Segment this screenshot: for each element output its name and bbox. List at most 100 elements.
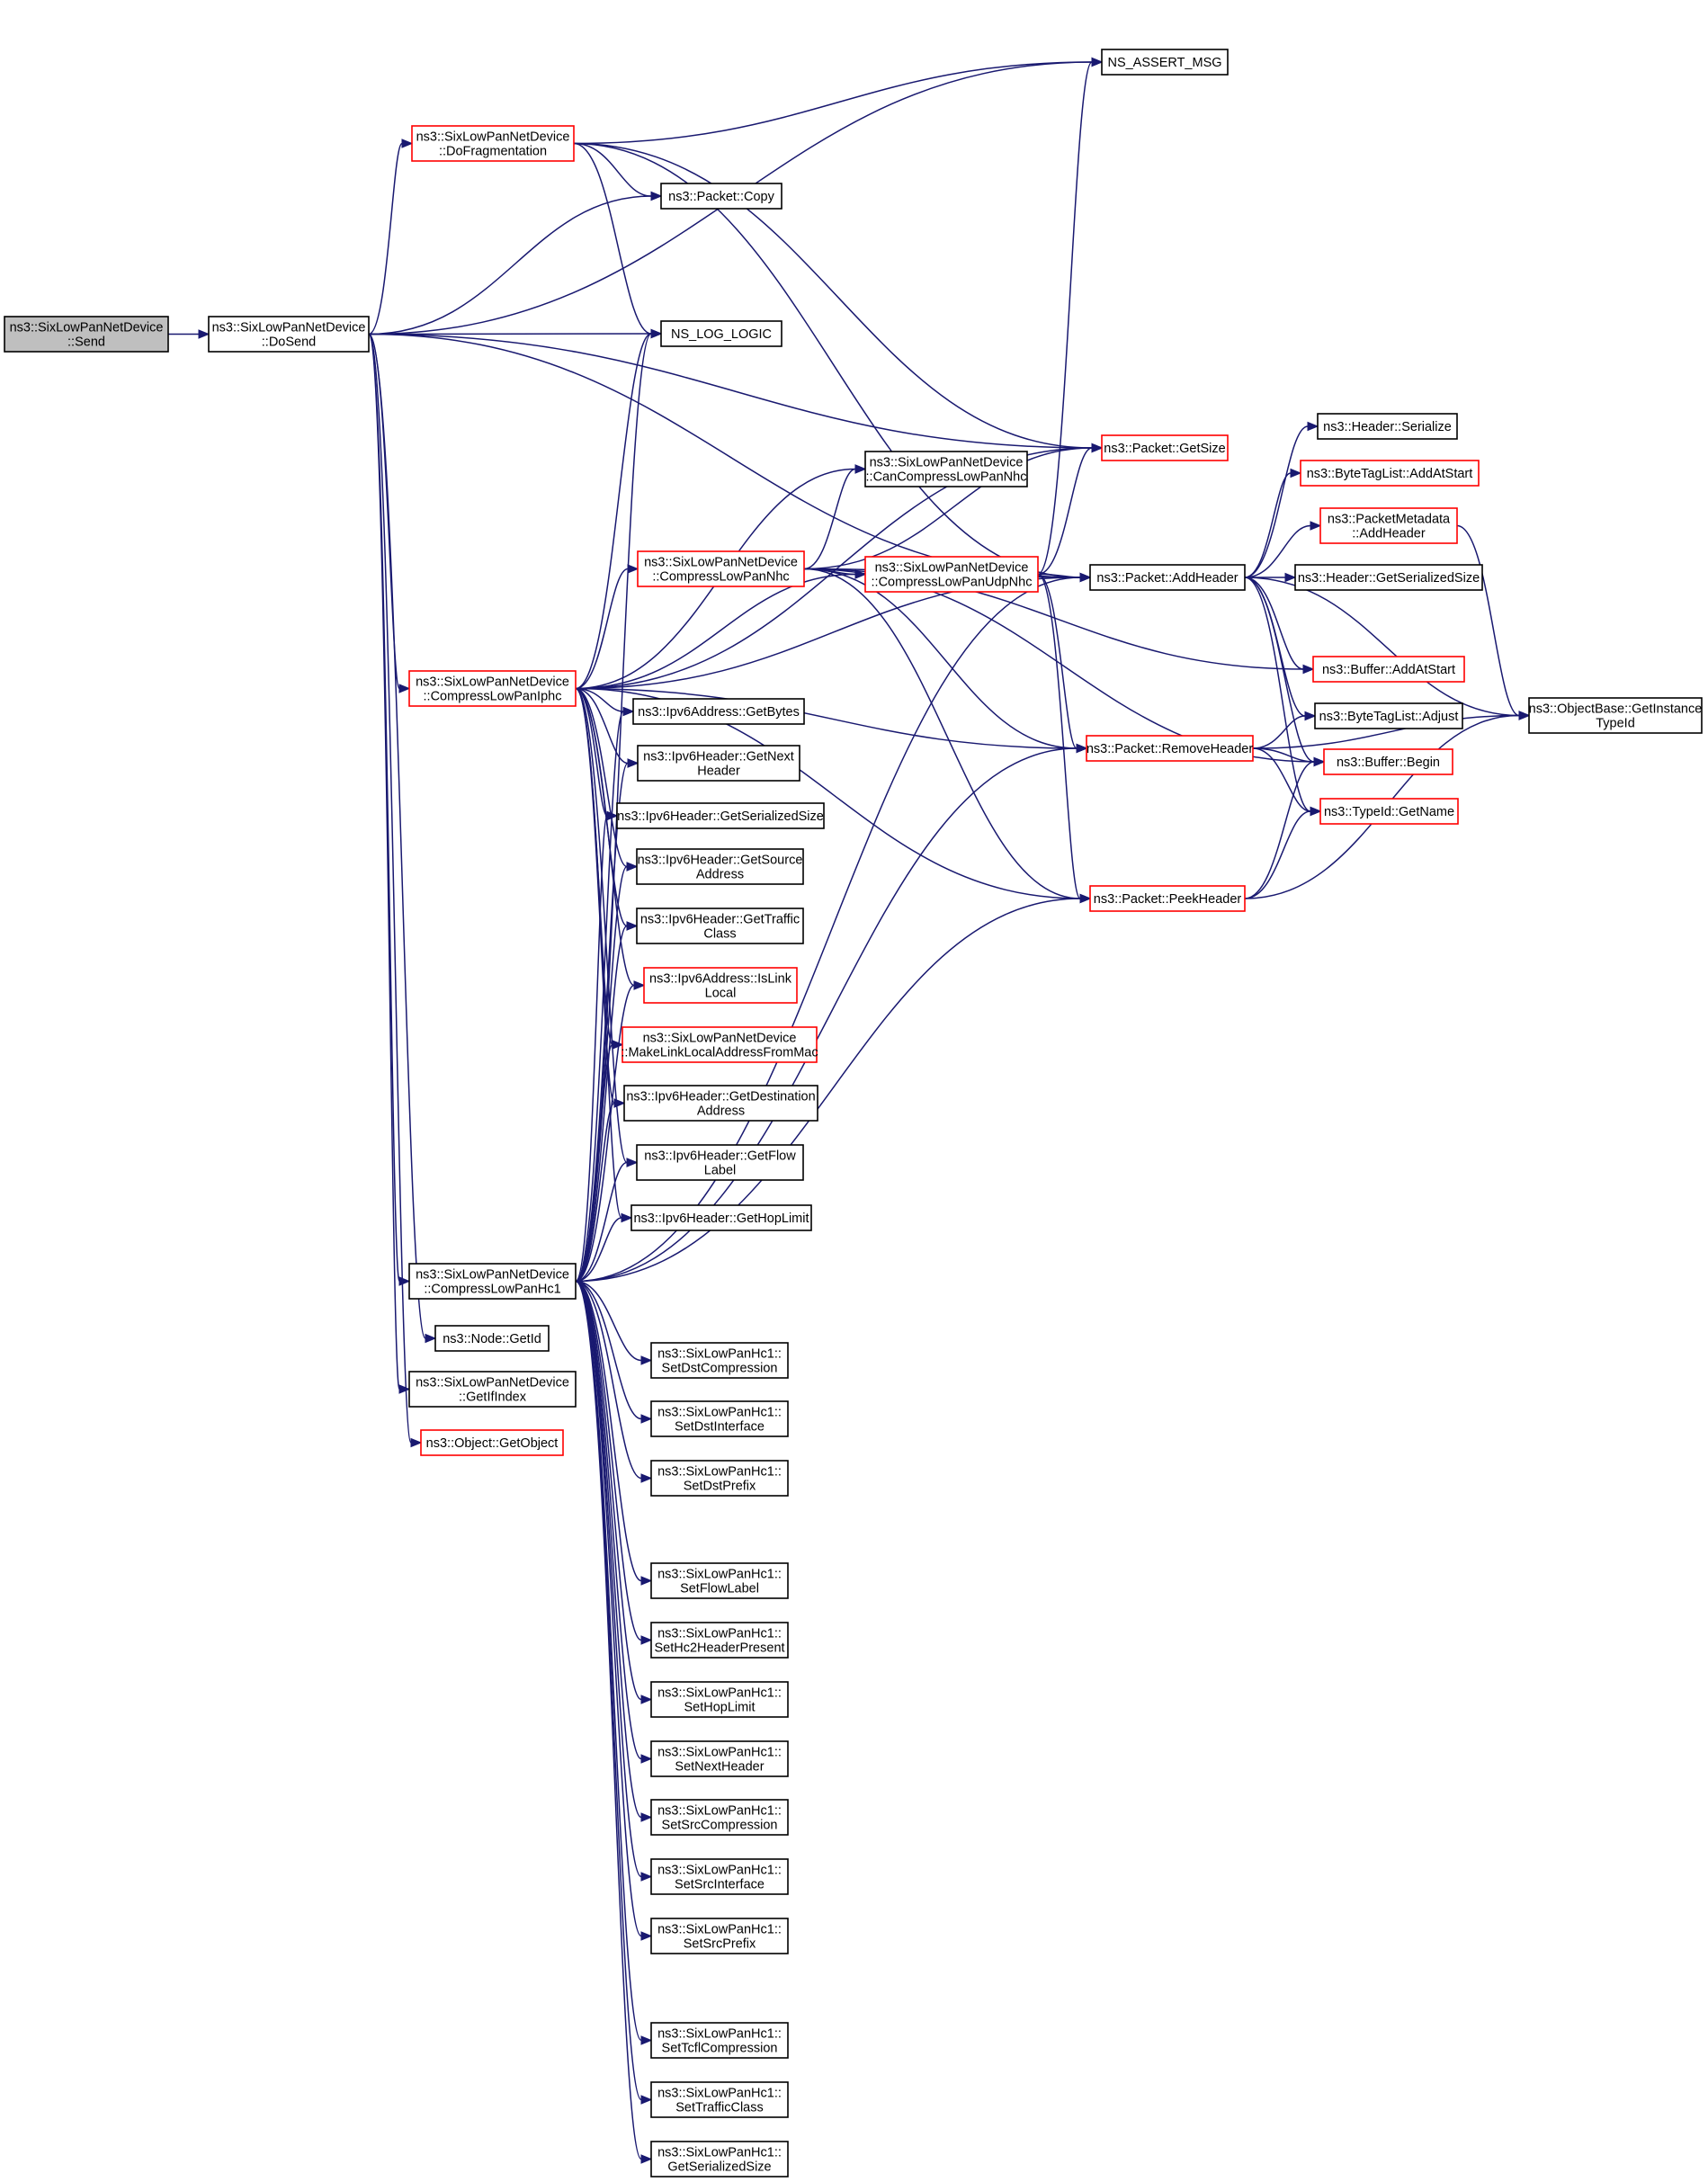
edge-line [575, 577, 1081, 1283]
edge-line [575, 898, 1081, 1283]
node-dosend[interactable]: ns3::SixLowPanNetDevice::DoSend [208, 316, 370, 353]
node-sethc2[interactable]: ns3::SixLowPanHc1::SetHc2HeaderPresent [650, 1622, 789, 1659]
arrowhead-icon [1310, 806, 1322, 817]
node-nsassert[interactable]: NS_ASSERT_MSG [1101, 49, 1229, 76]
node-send[interactable]: ns3::SixLowPanNetDevice::Send [4, 316, 169, 353]
edge-line [1244, 577, 1304, 670]
node-label: ns3::SixLowPanHc1:: [657, 1347, 782, 1362]
node-btladdstart[interactable]: ns3::ByteTagList::AddAtStart [1300, 460, 1480, 487]
node-box [650, 2081, 789, 2118]
node-label: ::DoSend [262, 335, 316, 350]
edge-dosend-nodegetid [368, 333, 437, 1344]
node-settraffic[interactable]: ns3::SixLowPanHc1::SetTrafficClass [650, 2081, 789, 2118]
node-label: ns3::Ipv6Header::GetFlow [644, 1149, 796, 1164]
edge-addheader-btladdstart [1244, 468, 1302, 578]
node-hserialize[interactable]: ns3::Header::Serialize [1317, 413, 1458, 440]
node-setdstif[interactable]: ns3::SixLowPanHc1::SetDstInterface [650, 1400, 789, 1437]
node-gethop[interactable]: ns3::Ipv6Header::GetHopLimit [630, 1204, 812, 1231]
node-setflow[interactable]: ns3::SixLowPanHc1::SetFlowLabel [650, 1562, 789, 1599]
edge-line [1244, 524, 1311, 578]
edge-line [1244, 425, 1309, 578]
node-label: ns3::Ipv6Header::GetDestination [626, 1090, 815, 1104]
node-setdstcomp[interactable]: ns3::SixLowPanHc1::SetDstCompression [650, 1342, 789, 1379]
node-hc1getser[interactable]: ns3::SixLowPanHc1::GetSerializedSize [650, 2141, 789, 2178]
node-box [650, 1799, 789, 1836]
node-label: ns3::SixLowPanNetDevice [644, 556, 798, 570]
node-setdstpre[interactable]: ns3::SixLowPanHc1::SetDstPrefix [650, 1460, 789, 1497]
node-box [1314, 702, 1463, 729]
edge-line [575, 762, 629, 1283]
node-addheader[interactable]: ns3::Packet::AddHeader [1089, 564, 1246, 591]
node-cancomp[interactable]: ns3::SixLowPanNetDevice::CanCompressLowP… [864, 451, 1028, 487]
node-label: ns3::Packet::AddHeader [1096, 571, 1238, 586]
node-compudp[interactable]: ns3::SixLowPanNetDevice::CompressLowPanU… [864, 556, 1039, 593]
edge-line [575, 687, 608, 817]
node-label: SetNextHeader [675, 1760, 764, 1775]
node-label: ::CompressLowPanUdpNhc [872, 576, 1033, 590]
node-bufaddstart[interactable]: ns3::Buffer::AddAtStart [1312, 656, 1465, 683]
node-label: ns3::Ipv6Header::GetTraffic [640, 913, 800, 927]
node-label: NS_LOG_LOGIC [671, 327, 772, 342]
node-label: ns3::SixLowPanNetDevice [10, 321, 164, 335]
node-sethop[interactable]: ns3::SixLowPanHc1::SetHopLimit [650, 1681, 789, 1718]
node-label: ns3::Packet::RemoveHeader [1087, 742, 1254, 756]
edge-line [575, 687, 629, 765]
edge-compudp-getsize [1037, 443, 1104, 576]
node-box [650, 2022, 789, 2059]
node-label: ns3::SixLowPanHc1:: [657, 1686, 782, 1701]
node-label: ns3::Buffer::AddAtStart [1322, 663, 1455, 677]
node-setsrcpre[interactable]: ns3::SixLowPanHc1::SetSrcPrefix [650, 1918, 789, 1954]
edge-comphc1-ip6getser [575, 810, 619, 1283]
node-hgetser[interactable]: ns3::Header::GetSerializedSize [1294, 564, 1483, 591]
node-peekheader[interactable]: ns3::Packet::PeekHeader [1089, 885, 1246, 912]
edge-comphc1-makelink [575, 1040, 624, 1283]
node-settcfl[interactable]: ns3::SixLowPanHc1::SetTcflCompression [650, 2022, 789, 2059]
edge-line [1244, 577, 1311, 812]
node-bufbegin[interactable]: ns3::Buffer::Begin [1323, 748, 1453, 775]
node-dofrag[interactable]: ns3::SixLowPanNetDevice::DoFragmentation [411, 125, 575, 162]
node-compnhc[interactable]: ns3::SixLowPanNetDevice::CompressLowPanN… [637, 550, 805, 587]
arrowhead-icon [640, 1473, 653, 1483]
node-nslog[interactable]: NS_LOG_LOGIC [660, 320, 782, 347]
edge-line [573, 142, 652, 335]
node-btladjust[interactable]: ns3::ByteTagList::Adjust [1314, 702, 1463, 729]
node-getifindex[interactable]: ns3::SixLowPanNetDevice::GetIfIndex [408, 1371, 577, 1408]
node-label: ns3::Ipv6Header::GetNext [643, 750, 794, 765]
node-ip6getser[interactable]: ns3::Ipv6Header::GetSerializedSize [616, 802, 825, 829]
node-setsrccomp[interactable]: ns3::SixLowPanHc1::SetSrcCompression [650, 1799, 789, 1836]
edge-line [575, 711, 624, 1283]
edge-line [575, 577, 1081, 690]
edge-compnhc-peekheader [803, 568, 1092, 904]
edge-comphc1-setdstif [575, 1280, 653, 1424]
node-pcopy[interactable]: ns3::Packet::Copy [660, 183, 782, 210]
node-typeidname[interactable]: ns3::TypeId::GetName [1319, 798, 1459, 825]
node-compiphc[interactable]: ns3::SixLowPanNetDevice::CompressLowPanI… [408, 670, 577, 707]
node-getbytes[interactable]: ns3::Ipv6Address::GetBytes [632, 698, 805, 725]
edge-dosend-comphc1 [368, 333, 411, 1286]
node-makelink[interactable]: ns3::SixLowPanNetDevice::MakeLinkLocalAd… [621, 1026, 818, 1063]
arrowhead-icon [606, 810, 619, 821]
node-box [411, 125, 575, 162]
arrowhead-icon [1302, 664, 1315, 675]
node-comphc1[interactable]: ns3::SixLowPanNetDevice::CompressLowPanH… [408, 1263, 577, 1300]
node-setnext[interactable]: ns3::SixLowPanHc1::SetNextHeader [650, 1740, 789, 1777]
node-box [1101, 434, 1229, 461]
edge-line [368, 333, 652, 335]
node-setsrcif[interactable]: ns3::SixLowPanHc1::SetSrcInterface [650, 1858, 789, 1895]
arrowhead-icon [398, 1384, 411, 1394]
node-nodegetid[interactable]: ns3::Node::GetId [434, 1325, 550, 1352]
edge-line [575, 1102, 615, 1283]
node-getobject[interactable]: ns3::Object::GetObject [420, 1429, 564, 1456]
node-removeheader[interactable]: ns3::Packet::RemoveHeader [1086, 735, 1254, 762]
edge-addheader-bufaddstart [1244, 577, 1315, 675]
edge-line [575, 1280, 642, 1420]
node-pmaddheader[interactable]: ns3::PacketMetadata::AddHeader [1319, 507, 1458, 544]
node-getsize[interactable]: ns3::Packet::GetSize [1101, 434, 1229, 461]
